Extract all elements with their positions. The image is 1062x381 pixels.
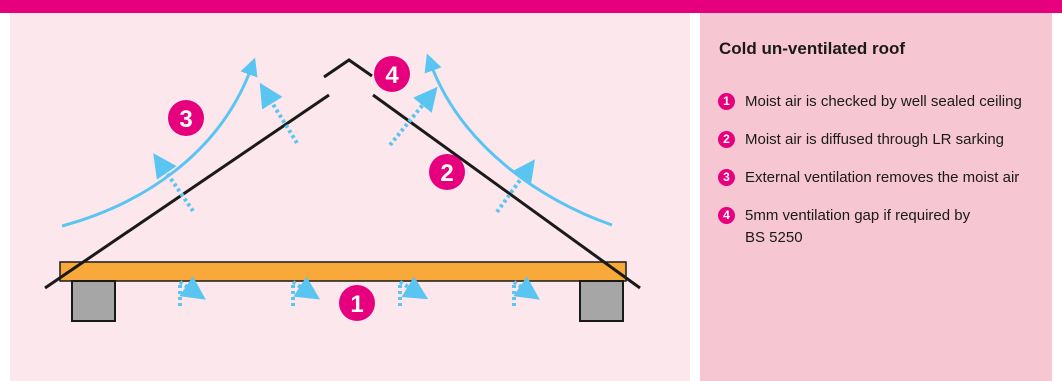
ceiling-airflow-arrows (178, 276, 540, 306)
diffusion-arrow (388, 86, 438, 147)
legend-item: 4 5mm ventilation gap if required by BS … (718, 205, 975, 249)
badge-4-label: 4 (385, 62, 399, 89)
legend-panel: Cold un-ventilated roof 1 Moist air is c… (700, 13, 1052, 381)
roof-slope-right (372, 93, 641, 290)
badge-2-label: 2 (440, 160, 453, 187)
badge-3: 3 (168, 100, 204, 136)
legend-item-text: External ventilation removes the moist a… (745, 169, 1020, 186)
legend-number-badge: 2 (718, 131, 735, 148)
diffusion-arrow (495, 159, 536, 214)
badge-1-label: 1 (350, 291, 363, 318)
external-airflow-right (424, 53, 613, 227)
legend-title: Cold un-ventilated roof (719, 39, 906, 58)
diffusion-arrow (153, 153, 195, 213)
legend-item: 2 Moist air is diffused through LR sarki… (718, 129, 1031, 151)
legend-item: 1 Moist air is checked by well sealed ce… (718, 91, 1031, 113)
top-accent-bar (0, 0, 1062, 13)
diagram-panel (10, 13, 690, 381)
legend-number-badge: 4 (718, 207, 735, 224)
badge-3-label: 3 (179, 106, 192, 133)
wall-plate-left (71, 280, 116, 322)
legend-number-badge: 3 (718, 169, 735, 186)
external-airflow-left (61, 57, 258, 228)
elbow-arrow (178, 276, 206, 306)
ceiling-insulation (59, 261, 627, 282)
badge-2: 2 (429, 154, 465, 190)
legend-number-badge: 1 (718, 93, 735, 110)
legend-item-text: Moist air is diffused through LR sarking (745, 131, 1005, 148)
legend-item-text: Moist air is checked by well sealed ceil… (745, 93, 1022, 110)
roof-slope-left (44, 93, 330, 290)
elbow-arrow (398, 276, 429, 306)
badge-1: 1 (339, 285, 375, 321)
badge-4: 4 (374, 56, 410, 92)
legend-list: 1 Moist air is checked by well sealed ce… (718, 91, 1041, 249)
legend-item-text: 5mm ventilation gap if required by BS 52… (745, 207, 971, 246)
diffusion-arrow (259, 82, 299, 145)
legend-item: 3 External ventilation removes the moist… (718, 167, 1041, 189)
diffusion-arrows (153, 82, 536, 214)
wall-plate-right (579, 280, 624, 322)
elbow-arrow (291, 276, 321, 306)
elbow-arrow (512, 276, 540, 306)
ridge-cap (323, 58, 373, 79)
